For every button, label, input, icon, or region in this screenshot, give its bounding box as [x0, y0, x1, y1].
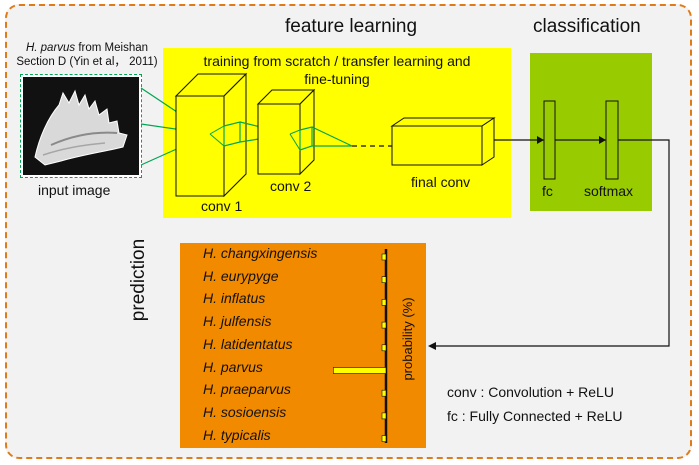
probability-bar [381, 389, 387, 397]
species-label: H. changxingensis [203, 245, 318, 261]
probability-bar [381, 299, 387, 306]
species-label: H. praeparvus [203, 381, 291, 398]
probability-bar [381, 412, 387, 420]
connector-line [311, 126, 353, 147]
classification-title: classification [533, 16, 641, 37]
conv2-block [256, 88, 316, 176]
species-label: H. sosioensis [203, 403, 287, 420]
probability-bar [381, 321, 387, 329]
arrow-to-prediction [430, 139, 670, 347]
probability-bar [332, 367, 387, 374]
input-image-label: input image [38, 182, 111, 198]
input-source-caption: H. parvus from Meishan Section D (Yin et… [6, 41, 168, 69]
probability-bar [381, 276, 387, 284]
species-italic: H. parvus [25, 42, 76, 54]
legend-conv: conv : Convolution + ReLU [447, 384, 614, 400]
conv1-label: conv 1 [201, 198, 243, 214]
species-label: H. inflatus [203, 290, 266, 307]
legend-fc: fc : Fully Connected + ReLU [447, 408, 623, 424]
species-label: H. julfensis [203, 313, 272, 330]
prediction-title: prediction [128, 238, 149, 322]
feature-box-heading: training from scratch / transfer learnin… [163, 52, 511, 88]
fc-layer [543, 100, 556, 180]
caption-line-2: Section D (Yin et al， 2011) [16, 56, 158, 68]
probability-bar [381, 435, 387, 442]
conv2-label: conv 2 [270, 178, 312, 194]
species-label: H. typicalis [203, 426, 271, 443]
species-label: H. latidentatus [203, 335, 293, 352]
feature-heading-line-1: training from scratch / transfer learnin… [203, 53, 471, 69]
conv1-block [174, 72, 248, 198]
final-conv-block [390, 117, 496, 166]
conodont-image [23, 77, 139, 175]
probability-bar [381, 344, 387, 352]
feature-heading-line-2: fine-tuning [304, 71, 370, 87]
caption-rest: from Meishan [75, 42, 149, 54]
species-label: H. eurypyge [203, 267, 279, 284]
probability-axis-label: probability (%) [400, 297, 415, 381]
fc-label: fc [542, 183, 553, 199]
final-conv-label: final conv [411, 174, 471, 190]
softmax-layer [605, 100, 619, 180]
softmax-label: softmax [584, 183, 634, 199]
probability-bar [381, 253, 387, 261]
feature-learning-title: feature learning [285, 16, 418, 37]
input-image-frame [20, 74, 142, 178]
species-label: H. parvus [203, 358, 263, 375]
probability-bars [332, 253, 387, 442]
